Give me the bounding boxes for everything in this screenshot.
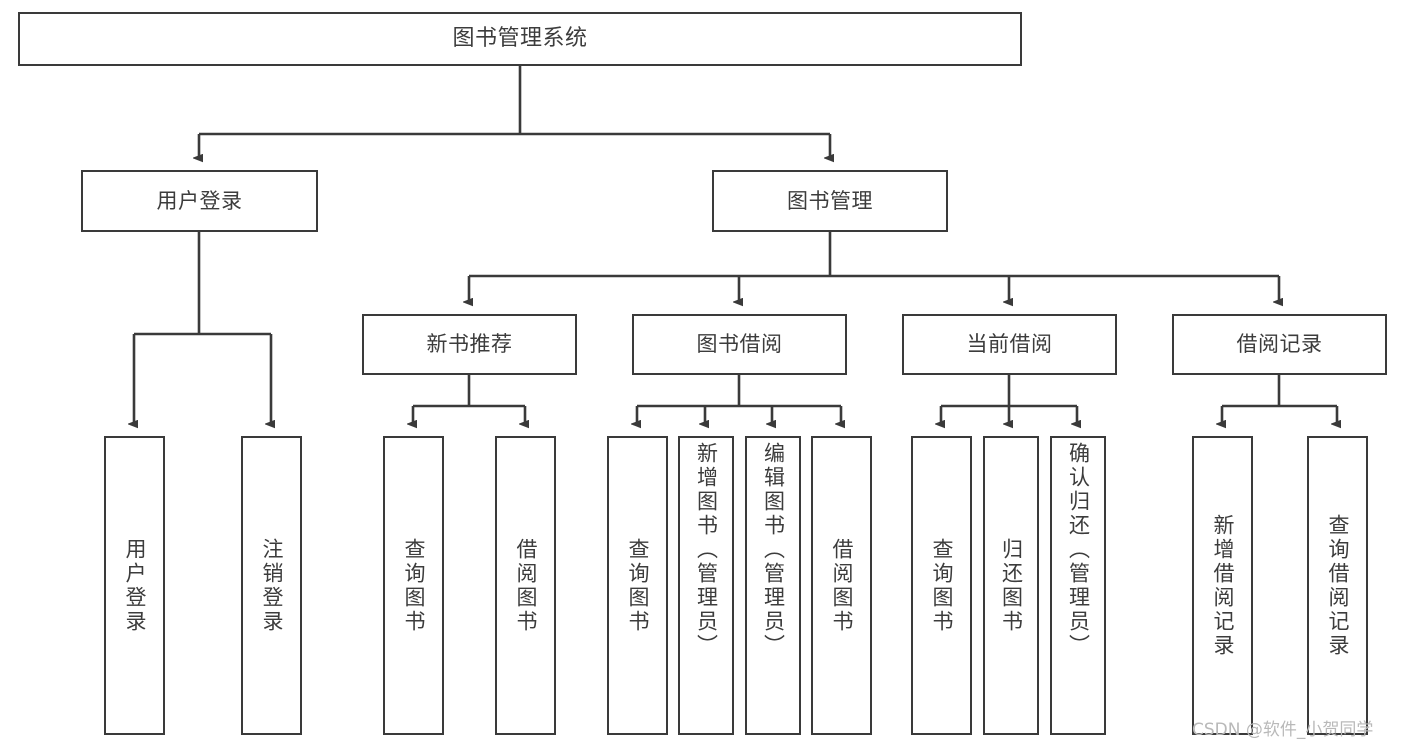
node-label: 编辑图书（管理员） [761,442,786,658]
node-label: 图书管理 [787,188,873,213]
leaf-book-borrow-add-book-admin[interactable]: 新增图书（管理员） [678,436,734,735]
leaf-borrow-record-query-record[interactable]: 查询借阅记录 [1307,436,1368,735]
node-label: 用户登录 [123,537,148,634]
node-label: 查询图书 [626,537,651,634]
node-label: 当前借阅 [966,332,1053,357]
leaf-book-borrow-query-book[interactable]: 查询图书 [607,436,668,735]
node-current-borrow[interactable]: 当前借阅 [902,314,1117,375]
node-label: 借阅图书 [514,537,539,634]
leaf-borrow-record-add-record[interactable]: 新增借阅记录 [1192,436,1253,735]
node-label: 确认归还（管理员） [1066,442,1091,658]
node-book-management[interactable]: 图书管理 [712,170,948,232]
node-label: 新增借阅记录 [1211,513,1236,658]
node-label: 用户登录 [156,188,243,213]
leaf-new-book-query-book[interactable]: 查询图书 [383,436,444,735]
leaf-user-login-logout[interactable]: 注销登录 [241,436,302,735]
node-new-book-recommend[interactable]: 新书推荐 [362,314,577,375]
node-label: 图书借阅 [696,332,783,357]
node-borrow-record[interactable]: 借阅记录 [1172,314,1387,375]
leaf-new-book-borrow-book[interactable]: 借阅图书 [495,436,556,735]
leaf-current-borrow-return-book[interactable]: 归还图书 [983,436,1039,735]
node-user-login[interactable]: 用户登录 [81,170,318,232]
node-label: 查询借阅记录 [1326,513,1351,658]
leaf-book-borrow-borrow-book[interactable]: 借阅图书 [811,436,872,735]
node-label: 注销登录 [260,537,285,634]
node-label: 查询图书 [930,537,955,634]
node-label: 新书推荐 [426,332,513,357]
node-label: 借阅记录 [1236,332,1323,357]
node-label: 新增图书（管理员） [694,442,719,658]
node-label: 归还图书 [999,537,1024,634]
node-label: 图书管理系统 [452,26,588,52]
watermark-text: CSDN @软件_小贺同学 [1192,720,1374,740]
node-root-book-management-system[interactable]: 图书管理系统 [18,12,1022,66]
node-label: 借阅图书 [830,537,855,634]
leaf-current-borrow-confirm-return-admin[interactable]: 确认归还（管理员） [1050,436,1106,735]
leaf-book-borrow-edit-book-admin[interactable]: 编辑图书（管理员） [745,436,801,735]
node-book-borrow[interactable]: 图书借阅 [632,314,847,375]
leaf-user-login-login[interactable]: 用户登录 [104,436,165,735]
leaf-current-borrow-query-book[interactable]: 查询图书 [911,436,972,735]
node-label: 查询图书 [402,537,427,634]
